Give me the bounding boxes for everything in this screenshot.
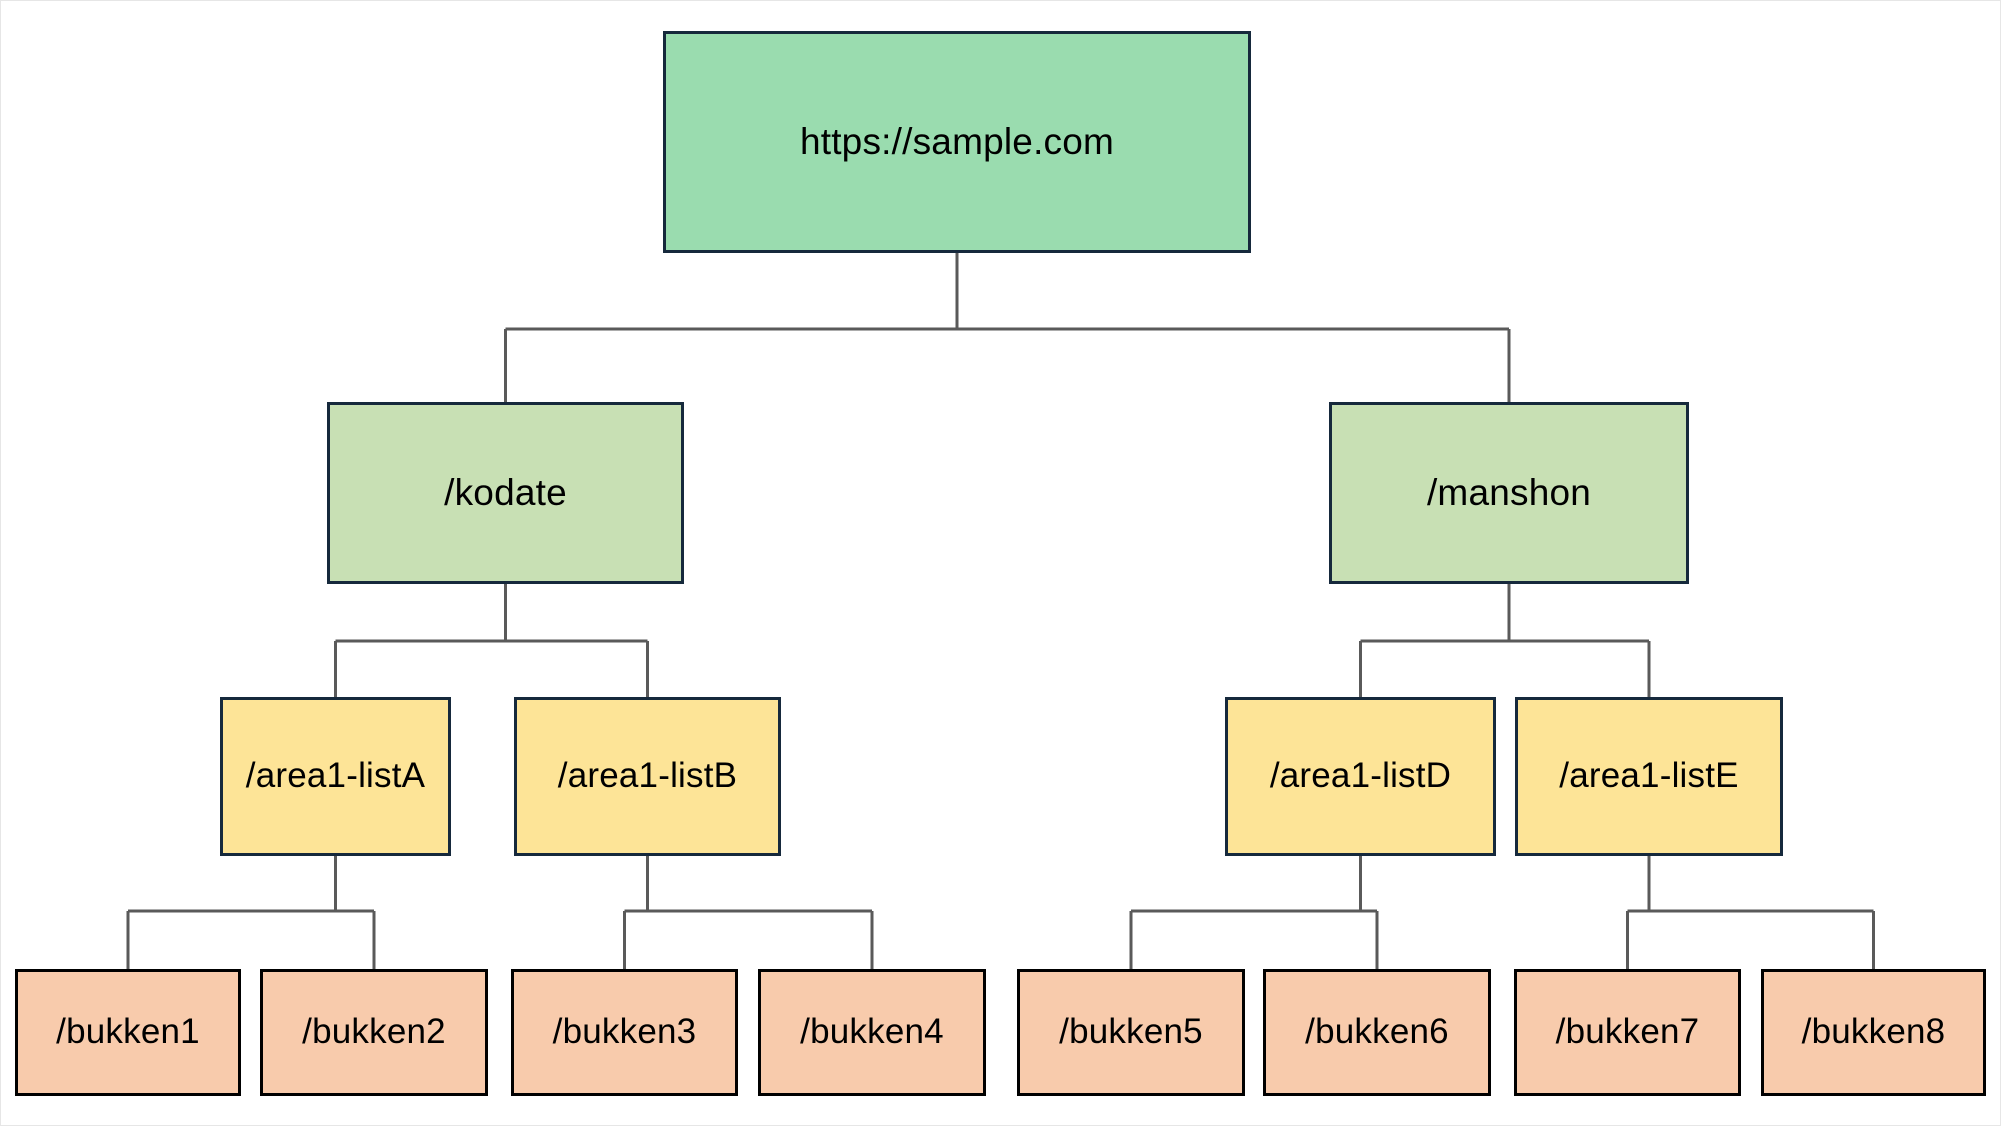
tree-node-bukken4[interactable]: /bukken4 bbox=[758, 969, 986, 1096]
tree-node-label: /area1-listA bbox=[245, 756, 426, 796]
tree-node-listA[interactable]: /area1-listA bbox=[220, 697, 451, 856]
tree-node-root[interactable]: https://sample.com bbox=[663, 31, 1251, 253]
tree-node-label: /bukken7 bbox=[1555, 1012, 1700, 1052]
tree-node-bukken6[interactable]: /bukken6 bbox=[1263, 969, 1491, 1096]
tree-node-bukken5[interactable]: /bukken5 bbox=[1017, 969, 1245, 1096]
tree-node-listE[interactable]: /area1-listE bbox=[1515, 697, 1783, 856]
tree-node-listD[interactable]: /area1-listD bbox=[1225, 697, 1496, 856]
tree-node-label: /kodate bbox=[444, 471, 567, 513]
tree-node-label: /bukken1 bbox=[56, 1012, 200, 1052]
tree-node-bukken1[interactable]: /bukken1 bbox=[15, 969, 241, 1096]
tree-node-label: /area1-listE bbox=[1559, 756, 1739, 796]
tree-node-label: /area1-listD bbox=[1269, 756, 1452, 796]
tree-node-label: /bukken5 bbox=[1059, 1012, 1203, 1052]
tree-node-bukken3[interactable]: /bukken3 bbox=[511, 969, 738, 1096]
tree-node-label: https://sample.com bbox=[799, 120, 1115, 162]
tree-node-manshon[interactable]: /manshon bbox=[1329, 402, 1689, 584]
tree-node-label: /manshon bbox=[1426, 471, 1592, 513]
tree-node-label: /area1-listB bbox=[557, 756, 738, 796]
tree-node-label: /bukken8 bbox=[1801, 1012, 1946, 1052]
tree-node-bukken8[interactable]: /bukken8 bbox=[1761, 969, 1986, 1096]
tree-node-label: /bukken3 bbox=[552, 1012, 697, 1052]
tree-node-bukken2[interactable]: /bukken2 bbox=[260, 969, 488, 1096]
tree-node-label: /bukken4 bbox=[800, 1012, 944, 1052]
tree-node-label: /bukken6 bbox=[1305, 1012, 1449, 1052]
tree-node-bukken7[interactable]: /bukken7 bbox=[1514, 969, 1741, 1096]
tree-node-listB[interactable]: /area1-listB bbox=[514, 697, 781, 856]
tree-node-label: /bukken2 bbox=[302, 1012, 446, 1052]
tree-node-kodate[interactable]: /kodate bbox=[327, 402, 684, 584]
